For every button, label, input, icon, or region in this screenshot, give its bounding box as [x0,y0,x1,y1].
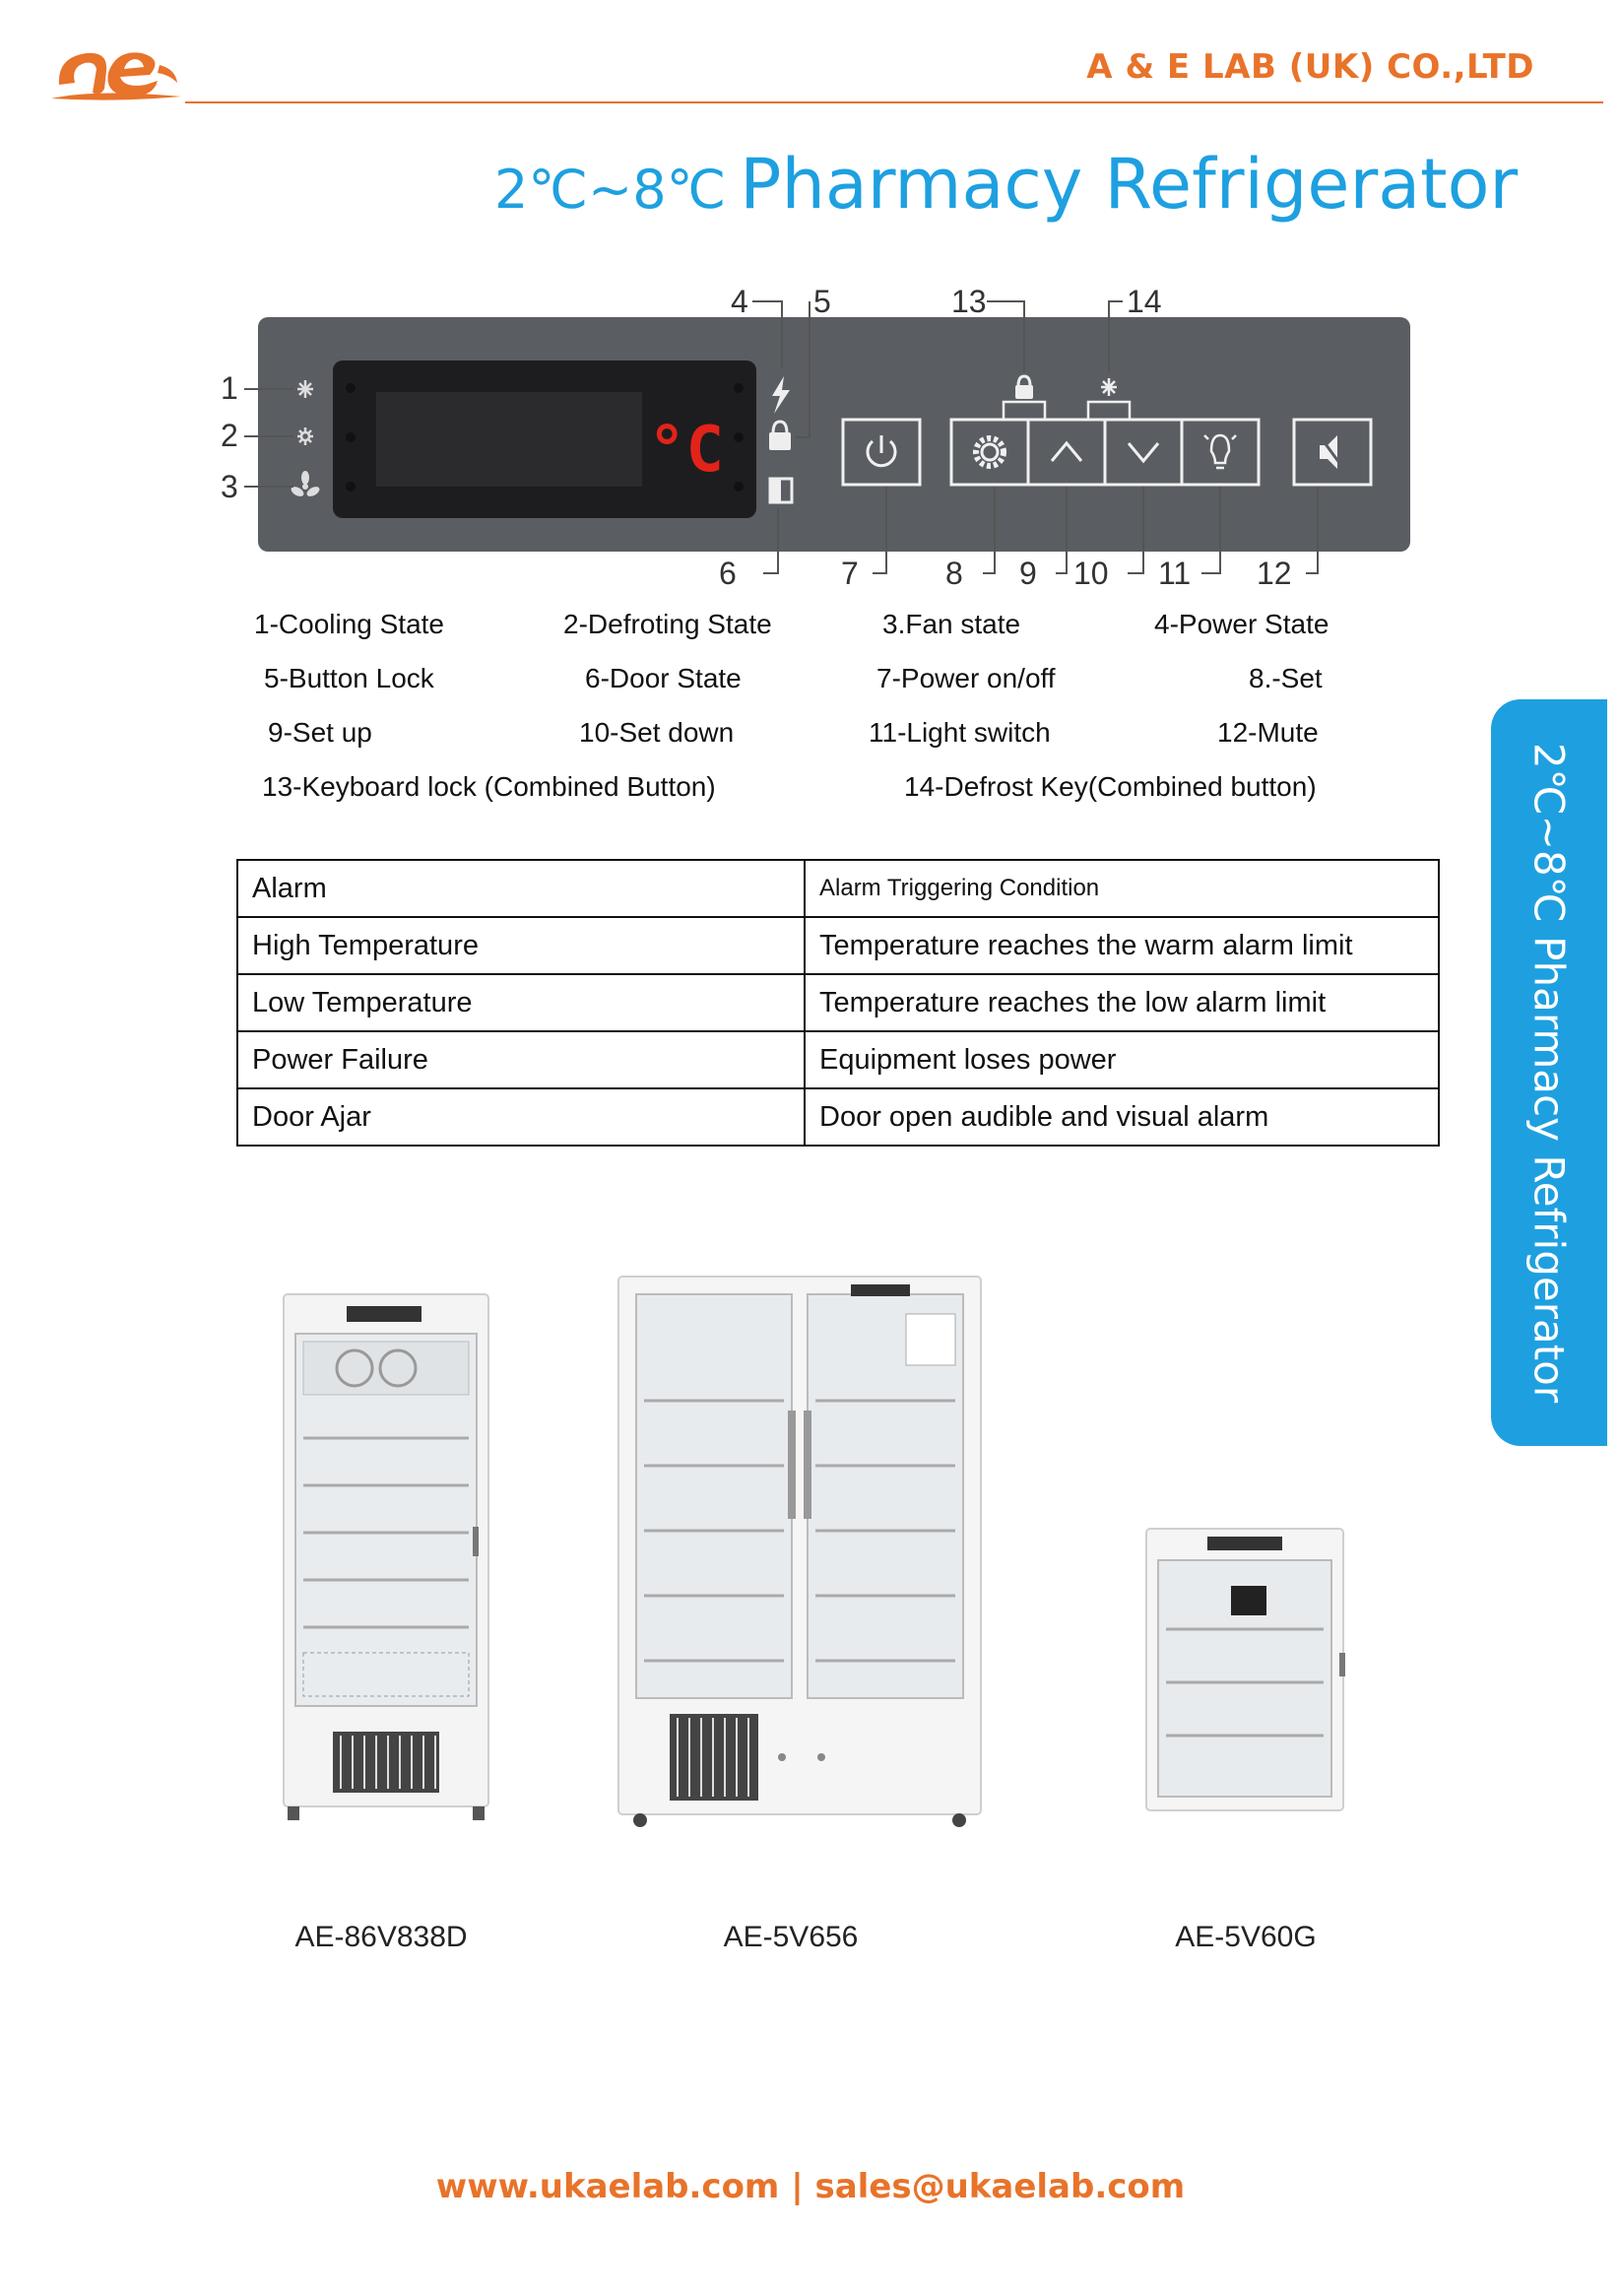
legend-item: 7-Power on/off [876,663,1056,693]
table-cell: Temperature reaches the low alarm limit [804,973,1440,1032]
table-cell: Equipment loses power [804,1030,1440,1089]
legend-item: 9-Set up [268,717,372,748]
callout-9: 9 [1019,556,1037,591]
legend-item: 14-Defrost Key(Combined button) [904,771,1317,802]
bulb-icon[interactable] [1203,433,1237,470]
mute-icon [1316,432,1347,472]
company-name: A & E LAB (UK) CO.,LTD [1086,47,1534,87]
alarm-table: Alarm Alarm Triggering Condition High Te… [236,859,1440,1147]
table-row: Door Ajar Door open audible and visual a… [236,1087,1440,1147]
table-cell: Door open audible and visual alarm [804,1087,1440,1147]
refrigerator-image-double-door [617,1276,982,1827]
table-cell: High Temperature [236,916,806,975]
legend-item: 11-Light switch [869,717,1051,748]
control-panel-diagram: °C [207,278,1418,593]
chevron-down-icon[interactable] [1127,442,1160,464]
footer-contact: www.ukaelab.com | sales@ukaelab.com [435,2167,1186,2206]
title-temperature-range: 2℃~8℃ [494,159,727,221]
mute-button[interactable] [1292,418,1373,487]
callout-11: 11 [1158,556,1192,591]
callout-8: 8 [945,556,963,591]
legend-item: 3.Fan state [882,609,1021,639]
table-header-row: Alarm Alarm Triggering Condition [236,859,1440,918]
legend-item: 12-Mute [1217,717,1319,748]
lightning-icon [772,376,790,414]
callout-13: 13 [951,284,987,319]
table-cell: Door Ajar [236,1087,806,1147]
table-row: Power Failure Equipment loses power [236,1030,1440,1089]
model-label: AE-5V656 [723,1921,859,1953]
callout-10: 10 [1073,556,1109,591]
legend-item: 13-Keyboard lock (Combined Button) [262,771,716,802]
model-label: AE-5V60G [1175,1921,1317,1953]
power-icon [866,435,897,468]
callout-3: 3 [221,469,238,504]
table-header-cell: Alarm Triggering Condition [804,859,1440,918]
lock-icon [769,420,791,450]
legend-item: 2-Defroting State [563,609,772,639]
callout-4: 4 [731,284,748,319]
callout-2: 2 [221,418,238,453]
legend-item: 8.-Set [1249,663,1323,693]
callout-6: 6 [719,556,737,591]
legend-item: 6-Door State [585,663,742,693]
gear-icon[interactable] [973,435,1006,469]
fan-icon [291,471,320,496]
display-unit: °C [648,414,724,487]
door-icon [768,477,794,504]
legend-item: 5-Button Lock [264,663,434,693]
side-tab-text: 2℃~8℃ Pharmacy Refrigerator [1524,742,1574,1404]
table-cell: Temperature reaches the warm alarm limit [804,916,1440,975]
callout-7: 7 [841,556,859,591]
table-row: High Temperature Temperature reaches the… [236,916,1440,975]
title-main: Pharmacy Refrigerator [740,144,1519,225]
refrigerator-image-single-door [283,1293,489,1820]
side-tab: 2℃~8℃ Pharmacy Refrigerator [1491,699,1607,1446]
legend-item: 10-Set down [579,717,735,748]
chevron-up-icon[interactable] [1050,440,1083,462]
control-panel-illustration: °C [244,300,1410,574]
keyboard-lock-icon [1015,374,1033,399]
defrost-icon [297,427,313,445]
table-cell: Power Failure [236,1030,806,1089]
callout-1: 1 [221,370,238,406]
callout-12: 12 [1257,556,1292,591]
table-header-cell: Alarm [236,859,806,918]
power-button[interactable] [841,418,922,487]
legend-item: 4-Power State [1154,609,1329,639]
defrost-key-icon [1101,378,1117,396]
legend-item: 1-Cooling State [254,609,445,639]
table-cell: Low Temperature [236,973,806,1032]
company-logo [51,52,181,100]
model-label: AE-86V838D [294,1921,468,1953]
callout-14: 14 [1127,284,1162,319]
refrigerator-image-compact [1145,1528,1345,1811]
table-row: Low Temperature Temperature reaches the … [236,973,1440,1032]
header-divider [185,101,1603,103]
callout-5: 5 [813,284,831,319]
snowflake-icon [297,380,313,398]
